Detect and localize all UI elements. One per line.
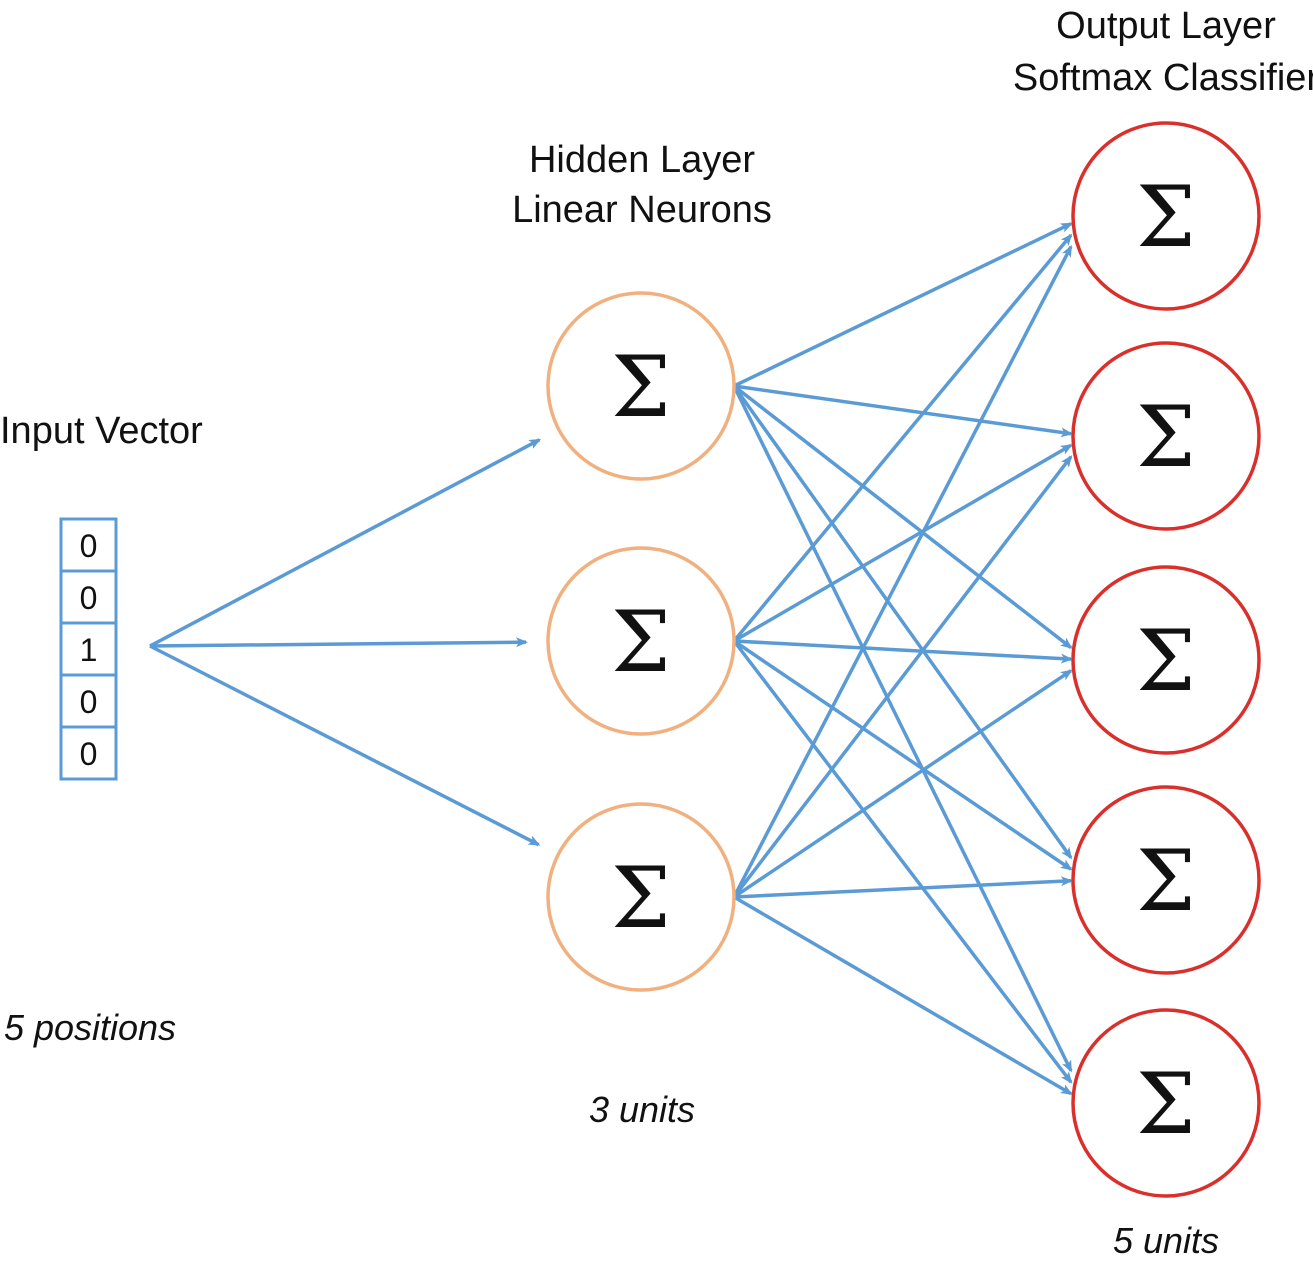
hidden-to-output-arrow — [732, 639, 1073, 1084]
hidden-to-output-arrow — [733, 895, 1073, 1096]
input-cell-value: 1 — [80, 632, 98, 668]
input-cell-box — [59, 725, 118, 781]
hidden-layer: Σ Σ Σ — [546, 291, 736, 992]
sigma-icon: Σ — [611, 849, 670, 947]
input-cell-value: 0 — [80, 528, 98, 564]
sigma-icon: Σ — [611, 338, 670, 436]
sigma-icon: Σ — [1136, 388, 1195, 486]
input-to-hidden-arrow — [149, 438, 542, 648]
hidden-layer-subtitle: Linear Neurons — [512, 189, 772, 231]
output-caption: 5 units — [1113, 1220, 1219, 1261]
sigma-icon: Σ — [1136, 832, 1195, 930]
sigma-icon: Σ — [611, 593, 670, 691]
input-cell-box — [59, 673, 118, 729]
hidden-to-output-arrow — [733, 876, 1073, 899]
input-caption: 5 positions — [4, 1007, 176, 1048]
hidden-to-output-arrow — [732, 244, 1073, 898]
hidden-to-output-arrow — [732, 384, 1073, 860]
output-layer-subtitle: Softmax Classifier — [1013, 57, 1313, 99]
input-cell-value: 0 — [80, 736, 98, 772]
input-vector: 0 0 1 0 0 — [59, 517, 118, 781]
output-neuron — [1071, 565, 1261, 755]
hidden-to-output-arrow — [732, 455, 1073, 899]
input-cell-box — [59, 569, 118, 625]
input-cell-value: 0 — [80, 684, 98, 720]
output-neuron — [1071, 785, 1261, 975]
hidden-to-output-arrow — [733, 384, 1073, 438]
hidden-to-output-arrow — [732, 233, 1073, 643]
connections — [149, 222, 1073, 1096]
hidden-to-output-arrow — [733, 639, 1073, 871]
output-neuron — [1071, 1008, 1261, 1198]
input-to-hidden-arrow — [149, 637, 529, 648]
output-neuron — [1071, 341, 1261, 531]
hidden-caption: 3 units — [589, 1089, 695, 1130]
input-vector-title: Input Vector — [0, 410, 203, 452]
sigma-icon: Σ — [1136, 168, 1195, 266]
sigma-icon: Σ — [1136, 1055, 1195, 1153]
input-to-hidden-arrow — [149, 644, 541, 847]
output-layer-title: Output Layer — [1056, 5, 1276, 47]
hidden-to-output-arrow — [733, 639, 1073, 664]
input-cell-box — [59, 517, 118, 573]
input-cell-box — [59, 621, 118, 677]
hidden-to-output-arrow — [733, 222, 1073, 388]
hidden-neuron — [546, 546, 736, 736]
hidden-neuron — [546, 802, 736, 992]
hidden-neuron — [546, 291, 736, 481]
hidden-to-output-arrow — [732, 385, 1073, 1073]
hidden-to-output-arrow — [733, 443, 1073, 643]
output-neuron — [1071, 121, 1261, 311]
hidden-to-output-arrow — [733, 669, 1073, 899]
hidden-to-output-arrow — [732, 384, 1073, 650]
sigma-icon: Σ — [1136, 612, 1195, 710]
output-layer: Σ Σ Σ Σ Σ — [1071, 121, 1261, 1198]
input-cell-value: 0 — [80, 580, 98, 616]
hidden-layer-title: Hidden Layer — [529, 139, 755, 181]
